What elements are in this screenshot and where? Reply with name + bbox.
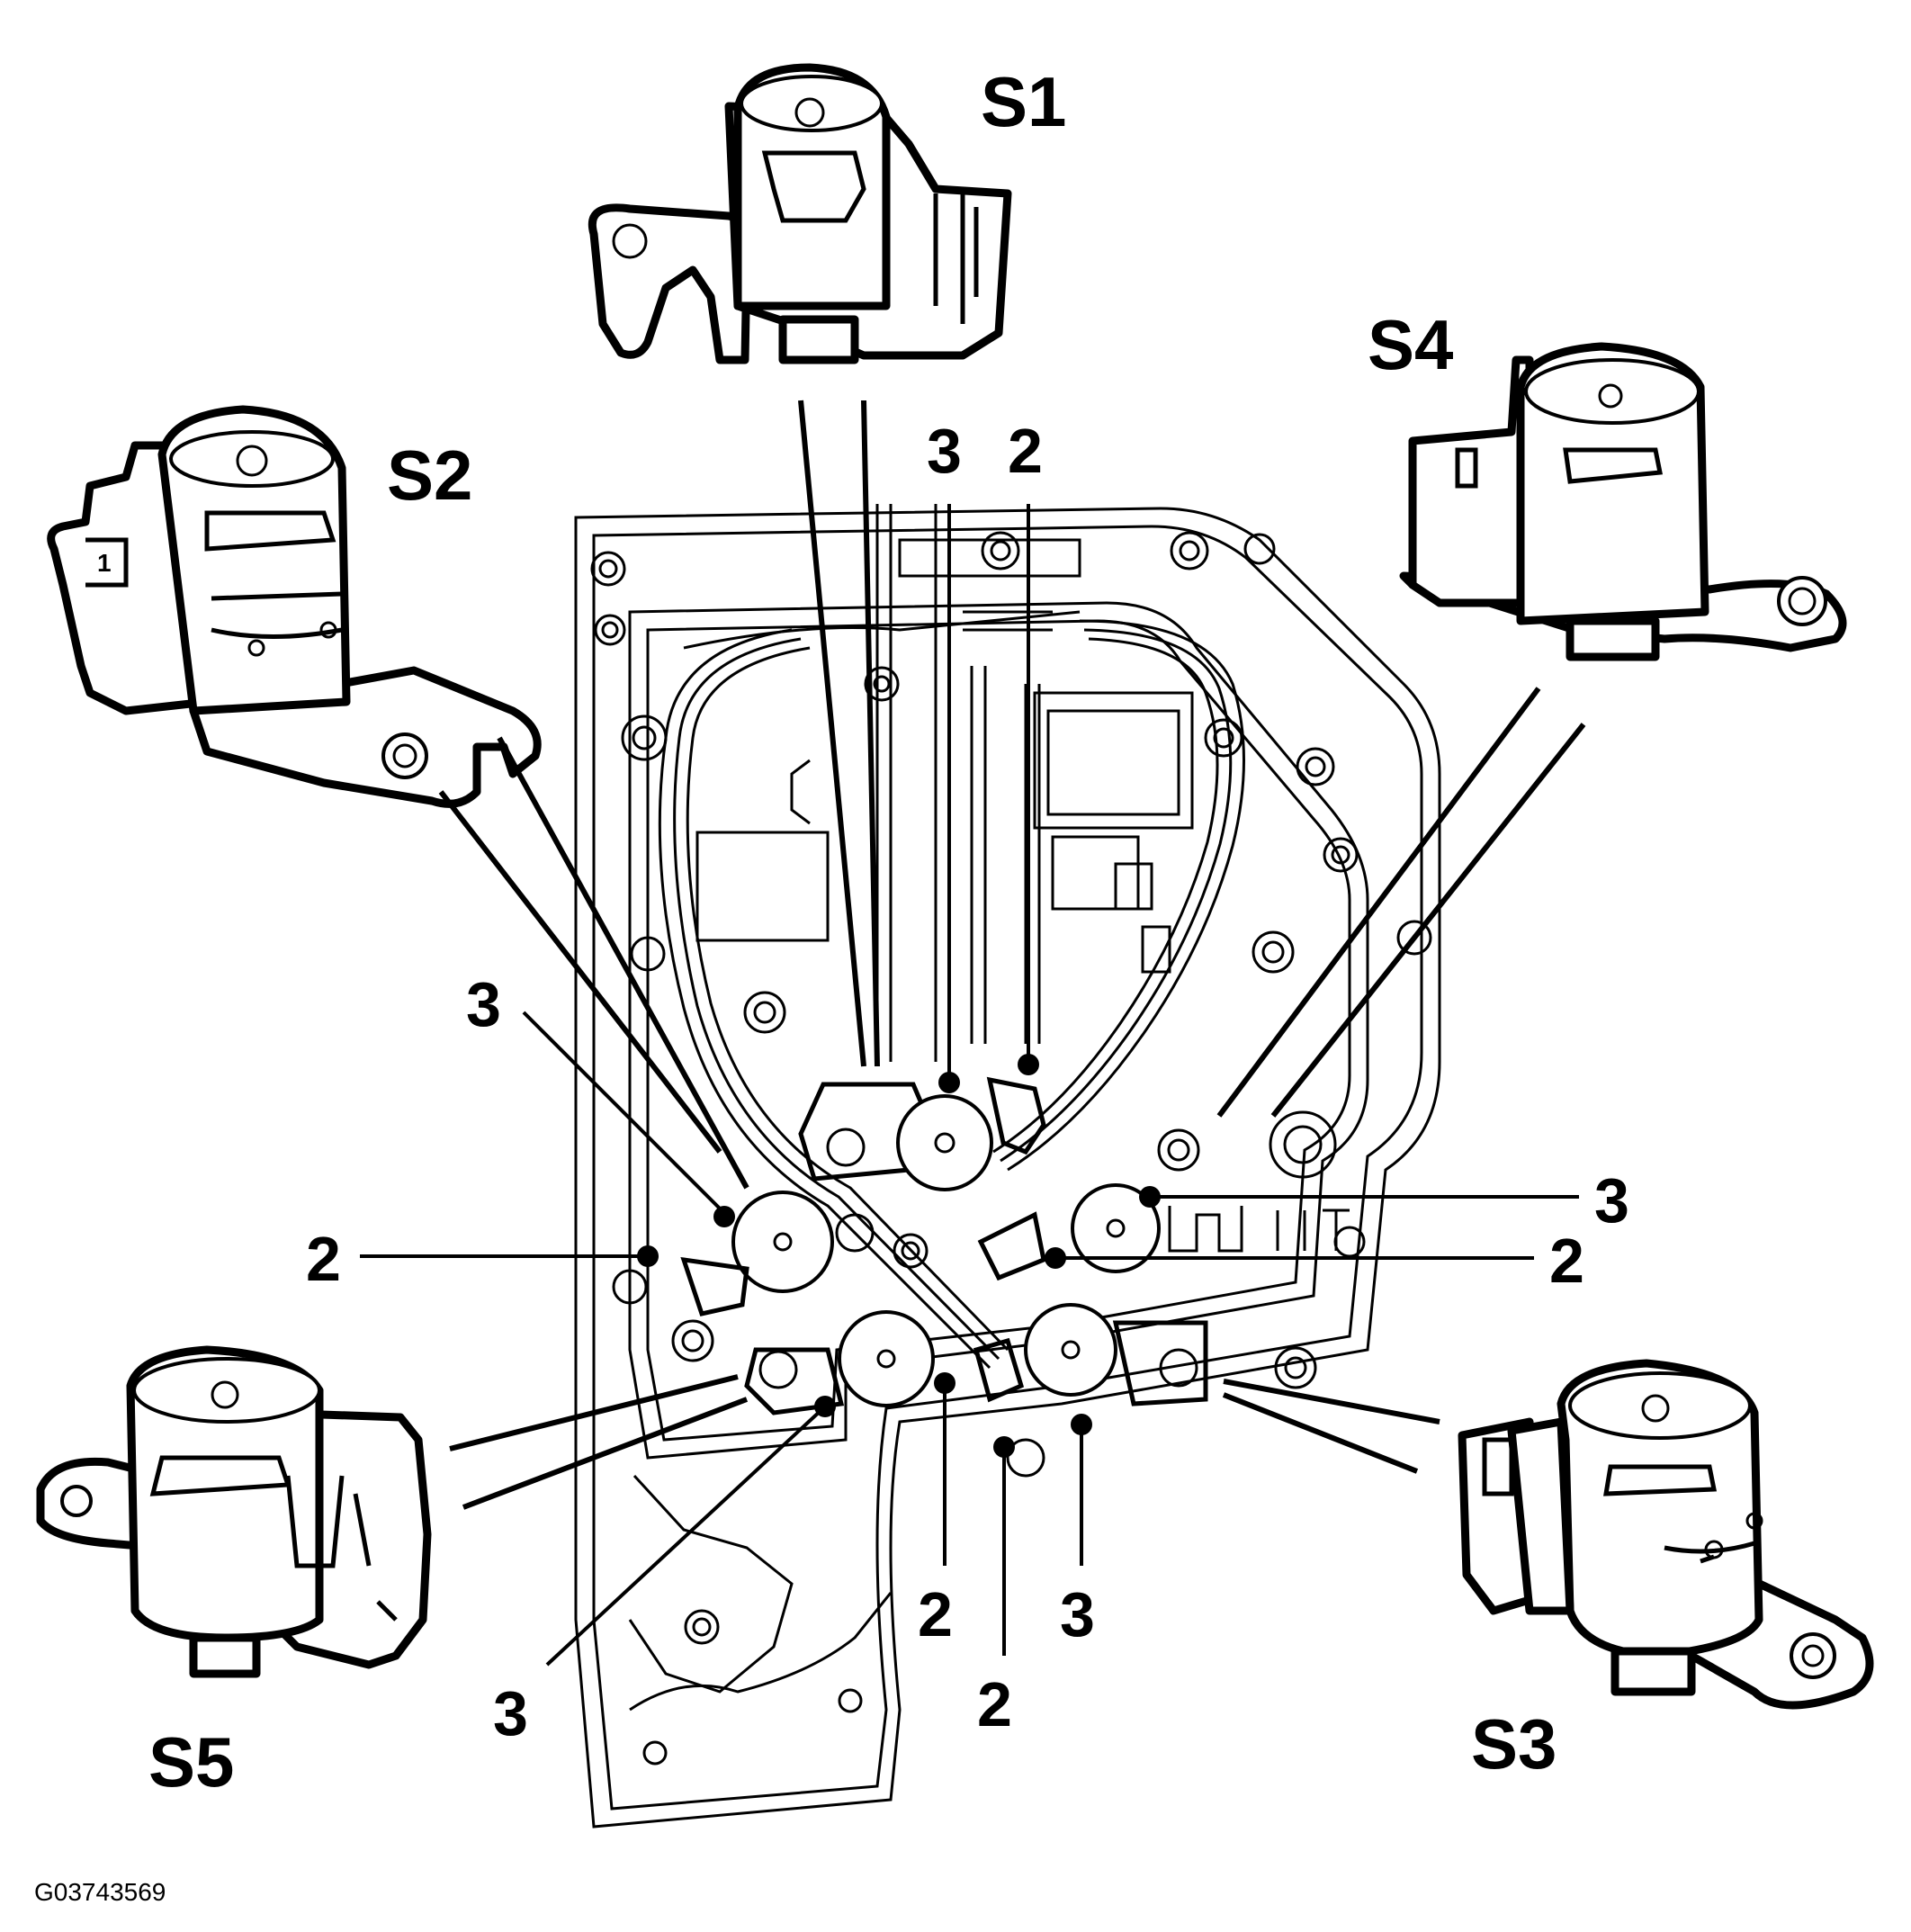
solenoid-s4: [1399, 342, 1847, 661]
solenoid-s2: 1: [47, 405, 542, 808]
callout-numbers: 3 2 3 2 3 2 3 2 2 3: [306, 416, 1629, 1748]
callout-number: 3: [927, 416, 962, 486]
svg-text:1: 1: [97, 549, 112, 577]
callout-leaders: [360, 504, 1579, 1667]
label-s1: S1: [981, 62, 1066, 141]
callout-number: 3: [1594, 1165, 1629, 1236]
callout-number: 2: [918, 1579, 953, 1649]
label-s3: S3: [1471, 1704, 1557, 1784]
callout-number: 3: [1060, 1579, 1095, 1649]
bolt-holes: [590, 531, 1432, 1766]
solenoid-s5: [36, 1345, 432, 1678]
callout-number: 3: [493, 1678, 528, 1748]
label-s4: S4: [1368, 305, 1453, 384]
callout-number: 2: [1549, 1226, 1584, 1296]
installed-solenoids: [680, 1076, 1208, 1415]
solenoid-s1: [588, 63, 1012, 364]
solenoid-pointer-lines: [438, 400, 1586, 1510]
wiring-harness: [658, 610, 1245, 1370]
callout-number: 2: [977, 1669, 1012, 1739]
callout-number: 3: [466, 969, 501, 1039]
label-s2: S2: [387, 436, 472, 515]
label-s5: S5: [148, 1722, 234, 1802]
callout-number: 2: [306, 1224, 341, 1294]
figure-code: G03743569: [34, 1878, 166, 1906]
callout-number: 2: [1008, 416, 1043, 486]
valve-body: [574, 504, 1441, 1829]
solenoid-s3: [1458, 1359, 1874, 1710]
